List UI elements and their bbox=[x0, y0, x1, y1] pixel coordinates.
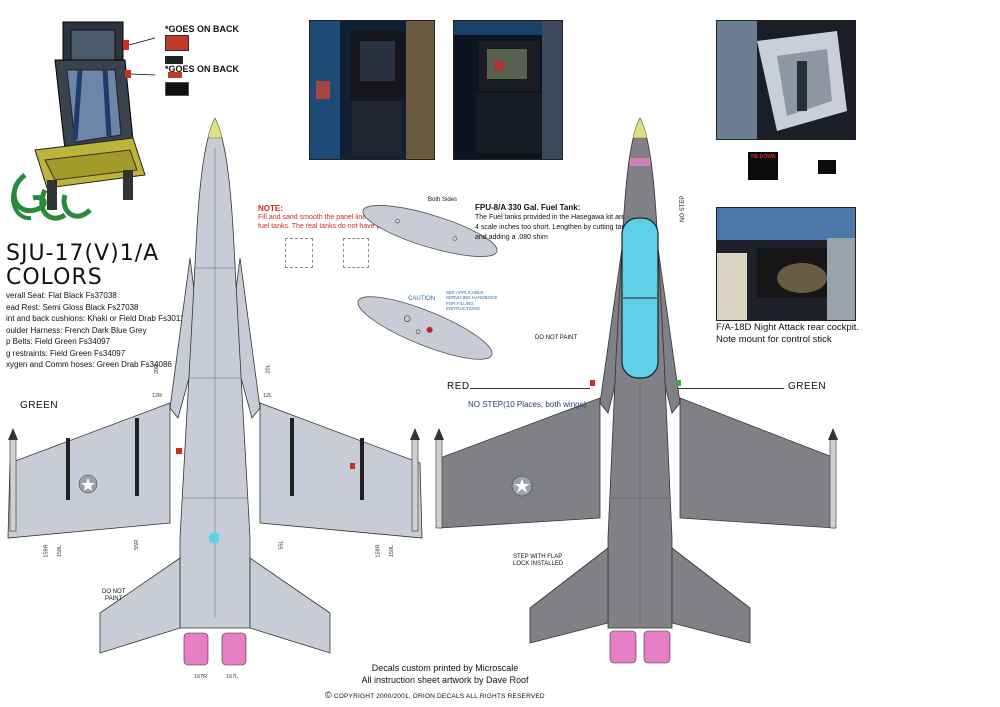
green-label-left: GREEN bbox=[20, 400, 59, 411]
station-159l-b: 159L bbox=[389, 544, 396, 558]
red-label: RED bbox=[447, 381, 470, 392]
station-55r: 55R bbox=[134, 539, 141, 551]
credits-line2: All instruction sheet artwork by Dave Ro… bbox=[361, 675, 529, 685]
color-item: g restraints: Field Green Fs34097 bbox=[6, 348, 126, 358]
station-167r: 167R bbox=[194, 674, 208, 680]
station-159r: 159R bbox=[43, 544, 50, 558]
seat-placard-small-3 bbox=[165, 82, 189, 96]
ejection-seat-illustration bbox=[5, 10, 165, 230]
station-167l: 167L bbox=[226, 674, 239, 680]
color-item: oulder Harness: French Dark Blue Grey bbox=[6, 325, 147, 335]
do-not-paint-bottom: DO NOT PAINT bbox=[102, 589, 125, 603]
copyright-line: © COPYRIGHT 2000/2001, ORION DECALS ALL … bbox=[325, 690, 545, 700]
fuel-tank-line2: 4 scale inches too short. Lengthen by cu… bbox=[475, 224, 650, 231]
fuel-tank-title: FPU-8/A 330 Gal. Fuel Tank: bbox=[475, 203, 581, 212]
station-159r-b: 159R bbox=[375, 544, 382, 558]
step-flap-line1: STEP WITH FLAP bbox=[513, 554, 563, 560]
panel-line-sketch-1 bbox=[285, 238, 313, 268]
fuel-tank-line1: The Fuel tanks provided in the Hasegawa … bbox=[475, 214, 626, 221]
do-not-paint-top: DO NOT PAINT bbox=[535, 335, 578, 341]
colors-list: verall Seat: Flat Black Fs37038 ead Rest… bbox=[6, 290, 189, 371]
copyright-symbol-icon: © bbox=[325, 690, 332, 700]
goes-on-back-label-1: *GOES ON BACK bbox=[165, 24, 240, 34]
fuel-caution-stencil: CAUTION bbox=[408, 296, 435, 302]
rear-cockpit-photo bbox=[716, 207, 856, 321]
fuel-tank-line3: and adding a .080 shim bbox=[475, 234, 548, 241]
note-heading: NOTE: bbox=[258, 204, 283, 213]
seat-placard-small-1 bbox=[165, 56, 183, 64]
station-12r: 12R bbox=[152, 393, 163, 399]
color-item: xygen and Comm hoses: Green Drab Fs34086 bbox=[6, 360, 172, 369]
station-159l: 159L bbox=[57, 544, 64, 558]
placard-black bbox=[818, 160, 836, 174]
color-item: verall Seat: Flat Black Fs37038 bbox=[6, 291, 117, 300]
note-line2: fuel tanks. The real tanks do not have p… bbox=[258, 223, 411, 230]
step-flap-line2: LOCK INSTALLED bbox=[513, 561, 564, 568]
caption-line2: Note mount for control stick bbox=[716, 334, 832, 345]
panel-line-sketch-2 bbox=[343, 238, 369, 268]
colors-title-line1: SJU-17(V)1/A bbox=[6, 241, 160, 266]
cockpit-photo-1 bbox=[309, 20, 435, 160]
rear-cockpit-caption: F/A-18D Night Attack rear cockpit. Note … bbox=[716, 322, 859, 346]
tie-down-placard: TIE DOWN bbox=[748, 152, 778, 180]
green-leader-line bbox=[678, 388, 784, 389]
credits-line1: Decals custom printed by Microscale bbox=[371, 663, 519, 673]
station-20r: 20R bbox=[154, 363, 161, 375]
note-line1: Fill and sand smooth the panel lines on … bbox=[258, 214, 401, 221]
colors-title: SJU-17(V)1/A COLORS bbox=[6, 242, 159, 290]
colors-title-line2: COLORS bbox=[6, 265, 103, 290]
fuel-servicing-stencil: SEE APPLICABLE SERVICING HANDBOOK FOR FI… bbox=[446, 290, 498, 312]
both-sides-label: Both Sides bbox=[428, 197, 458, 203]
fuel-tank-lower bbox=[350, 282, 500, 374]
no-step-wings-text: NO STEP(10 Places, both wings) bbox=[468, 400, 587, 409]
seat-placard-small-2 bbox=[168, 72, 182, 78]
caption-line1: F/A-18D Night Attack rear cockpit. bbox=[716, 322, 860, 333]
copyright-text: COPYRIGHT 2000/2001, ORION DECALS ALL RI… bbox=[333, 693, 545, 700]
no-step-nose: NO STEP bbox=[680, 195, 686, 222]
aircraft-topside-view bbox=[430, 117, 850, 670]
color-item: p Belts: Field Green Fs34097 bbox=[6, 337, 111, 346]
tie-down-label: TIE DOWN bbox=[750, 154, 776, 160]
goes-on-back-label-2: *GOES ON BACK bbox=[165, 64, 240, 74]
station-20l: 20L bbox=[265, 364, 272, 374]
cockpit-photo-3 bbox=[716, 20, 856, 140]
green-label-right: GREEN bbox=[788, 381, 827, 392]
credits: Decals custom printed by Microscale All … bbox=[335, 662, 555, 686]
aircraft-underside-view bbox=[0, 117, 430, 678]
do-not-paint-bottom-2: PAINT bbox=[105, 596, 123, 603]
note-block: NOTE: Fill and sand smooth the panel lin… bbox=[258, 204, 410, 231]
step-with-flap-label: STEP WITH FLAP LOCK INSTALLED bbox=[513, 554, 563, 568]
fuel-tank-note: FPU-8/A 330 Gal. Fuel Tank: The Fuel tan… bbox=[475, 203, 649, 243]
color-item: int and back cushions: Khaki or Field Dr… bbox=[6, 314, 189, 323]
red-leader-line bbox=[470, 388, 590, 389]
station-55l: 55L bbox=[278, 540, 285, 550]
seat-placard-red bbox=[165, 35, 189, 51]
cockpit-photo-2 bbox=[453, 20, 563, 160]
station-12l: 12L bbox=[263, 393, 273, 399]
do-not-paint-bottom-1: DO NOT bbox=[102, 589, 126, 595]
no-step-wings-label: NO STEP(10 Places, both wings) bbox=[468, 400, 586, 409]
color-item: ead Rest: Semi Gloss Black Fs27038 bbox=[6, 302, 139, 312]
fuel-tank-upper bbox=[356, 190, 504, 272]
